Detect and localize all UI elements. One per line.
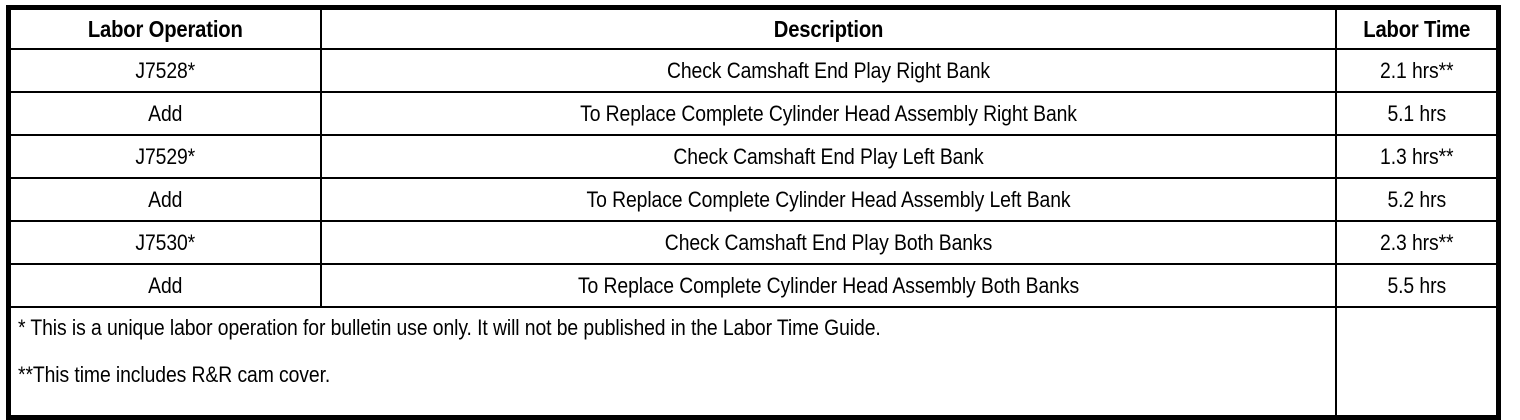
cell-labor-time: 5.2 hrs xyxy=(1334,177,1500,222)
column-header-labor-time: Labor Time xyxy=(1334,6,1500,50)
cell-labor-operation: Add xyxy=(7,177,322,222)
table-row: Add To Replace Complete Cylinder Head As… xyxy=(7,177,1500,222)
cell-labor-operation-value: J7530* xyxy=(135,229,196,255)
cell-labor-operation-value: Add xyxy=(148,272,183,298)
cell-labor-time-value: 5.5 hrs xyxy=(1386,272,1446,298)
document-page: Labor Operation Description Labor Time J… xyxy=(6,5,1501,420)
cell-labor-time-value: 2.3 hrs** xyxy=(1379,229,1454,255)
cell-labor-time: 2.3 hrs** xyxy=(1334,220,1500,265)
cell-labor-operation-value: Add xyxy=(148,186,183,212)
cell-labor-operation: Add xyxy=(7,91,322,136)
footnote-cell: * This is a unique labor operation for b… xyxy=(7,306,1337,419)
column-header-description-label: Description xyxy=(773,15,883,42)
cell-labor-operation-value: J7528* xyxy=(135,57,196,83)
cell-labor-operation-value: Add xyxy=(148,100,183,126)
table-header-row: Labor Operation Description Labor Time xyxy=(7,6,1500,50)
footnote-labor-time-empty-cell xyxy=(1334,306,1500,419)
labor-operations-table: Labor Operation Description Labor Time J… xyxy=(6,5,1501,420)
cell-labor-time-value: 5.2 hrs xyxy=(1386,186,1446,212)
cell-labor-time: 2.1 hrs** xyxy=(1334,48,1500,93)
footnote-spacer xyxy=(18,339,1335,364)
cell-labor-time-value: 1.3 hrs** xyxy=(1379,143,1454,169)
cell-description-value: Check Camshaft End Play Right Bank xyxy=(666,57,990,83)
cell-labor-operation: J7529* xyxy=(7,134,322,179)
cell-labor-time: 1.3 hrs** xyxy=(1334,134,1500,179)
table-footnote-row: * This is a unique labor operation for b… xyxy=(7,306,1500,419)
cell-description-value: Check Camshaft End Play Both Banks xyxy=(664,229,992,255)
table-header: Labor Operation Description Labor Time xyxy=(7,6,1500,50)
column-header-labor-time-label: Labor Time xyxy=(1362,15,1470,42)
cell-description-value: To Replace Complete Cylinder Head Assemb… xyxy=(577,272,1079,298)
cell-description: Check Camshaft End Play Both Banks xyxy=(319,220,1337,265)
footnote-single-asterisk: * This is a unique labor operation for b… xyxy=(18,315,881,340)
cell-description: Check Camshaft End Play Left Bank xyxy=(319,134,1337,179)
cell-labor-operation-value: J7529* xyxy=(135,143,196,169)
cell-description: To Replace Complete Cylinder Head Assemb… xyxy=(319,263,1337,308)
table-row: J7528* Check Camshaft End Play Right Ban… xyxy=(7,48,1500,93)
table-body: J7528* Check Camshaft End Play Right Ban… xyxy=(7,48,1500,419)
cell-labor-operation: J7530* xyxy=(7,220,322,265)
cell-description-value: To Replace Complete Cylinder Head Assemb… xyxy=(579,100,1077,126)
table-row: J7529* Check Camshaft End Play Left Bank… xyxy=(7,134,1500,179)
cell-description-value: Check Camshaft End Play Left Bank xyxy=(672,143,984,169)
cell-labor-operation: J7528* xyxy=(7,48,322,93)
column-header-labor-operation: Labor Operation xyxy=(7,6,322,50)
cell-description: Check Camshaft End Play Right Bank xyxy=(319,48,1337,93)
cell-description: To Replace Complete Cylinder Head Assemb… xyxy=(319,91,1337,136)
cell-labor-time: 5.1 hrs xyxy=(1334,91,1500,136)
table-row: J7530* Check Camshaft End Play Both Bank… xyxy=(7,220,1500,265)
column-header-description: Description xyxy=(319,6,1337,50)
table-row: Add To Replace Complete Cylinder Head As… xyxy=(7,91,1500,136)
column-header-labor-operation-label: Labor Operation xyxy=(87,15,243,42)
cell-labor-operation: Add xyxy=(7,263,322,308)
footnote-double-asterisk: **This time includes R&R cam cover. xyxy=(18,362,331,387)
cell-description-value: To Replace Complete Cylinder Head Assemb… xyxy=(586,186,1070,212)
cell-labor-time: 5.5 hrs xyxy=(1334,263,1500,308)
cell-labor-time-value: 5.1 hrs xyxy=(1386,100,1446,126)
cell-description: To Replace Complete Cylinder Head Assemb… xyxy=(319,177,1337,222)
cell-labor-time-value: 2.1 hrs** xyxy=(1379,57,1454,83)
table-row: Add To Replace Complete Cylinder Head As… xyxy=(7,263,1500,308)
